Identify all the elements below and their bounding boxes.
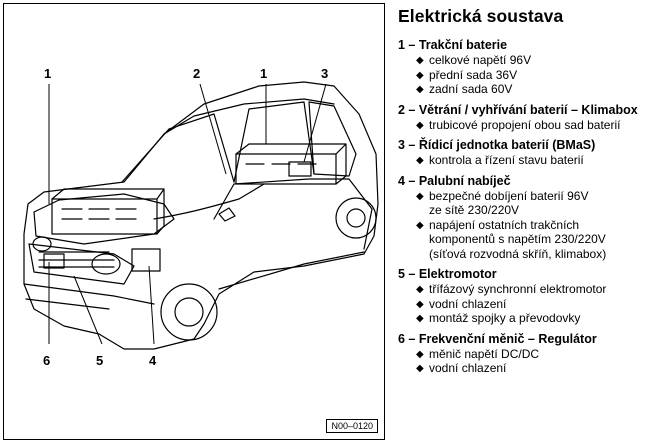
component-heading: 1 – Trakční baterie	[398, 38, 508, 52]
bullet-text: celkové napětí 96V	[429, 53, 532, 67]
bullet-text: kontrola a řízení stavu baterií	[429, 153, 584, 167]
legend-panel: Elektrická soustava 1 – Trakční baterie◆…	[398, 6, 666, 382]
component-bullets: ◆ bezpečné dobíjení baterií 96V ze sítě 2…	[398, 189, 666, 262]
component-list: 1 – Trakční baterie ◆ celkové napětí 96V ◆ p…	[398, 38, 666, 376]
diamond-bullet-icon: ◆	[416, 219, 424, 231]
component-entry: 3 – Řídicí jednotka baterií (BMaS) ◆ kontr…	[398, 138, 666, 168]
bullet-text: vodní chlazení	[429, 361, 507, 375]
bullet-text: napájení ostatních trakčních komponentů …	[429, 217, 607, 261]
callout-5: 5	[96, 353, 103, 368]
bullet-item: ◆ zadní sada 60V	[398, 82, 666, 97]
bullet-text: trubicové propojení obou sad baterií	[429, 117, 621, 132]
control-unit-box	[288, 161, 312, 177]
component-entry: 1 – Trakční baterie ◆ celkové napětí 96V ◆ p…	[398, 38, 666, 97]
component-heading: 2 – Větrání / vyhřívání baterií – Klimab…	[398, 102, 638, 117]
diamond-bullet-icon: ◆	[416, 190, 424, 202]
component-bullets: ◆ třífázový synchronní elektromotor ◆ vodní…	[398, 282, 666, 326]
side-mirror	[218, 207, 236, 222]
rear-battery-pack	[235, 153, 337, 185]
diamond-bullet-icon: ◆	[416, 84, 424, 95]
front-wheel	[160, 283, 218, 341]
diamond-bullet-icon: ◆	[416, 284, 424, 295]
diamond-bullet-icon: ◆	[416, 55, 424, 66]
component-heading: 5 – Elektromotor	[398, 267, 497, 281]
bullet-text: vodní chlazení	[429, 296, 507, 311]
component-entry: 5 – Elektromotor ◆ třífázový synchronní el…	[398, 267, 666, 326]
car-illustration: 1 2 1 3 6 5 4	[23, 66, 379, 368]
front-battery-pack	[51, 198, 158, 235]
bullet-item: ◆ bezpečné dobíjení baterií 96V ze sítě 2…	[398, 189, 666, 218]
door-line	[213, 178, 373, 250]
diamond-bullet-icon: ◆	[416, 69, 424, 81]
front-bumper	[23, 283, 155, 310]
bullet-text: bezpečné dobíjení baterií 96V ze sítě 23…	[429, 188, 589, 218]
component-entry: 6 – Frekvenční měnič – Regulátor ◆ měnič n…	[398, 332, 666, 376]
roof-line	[163, 98, 335, 135]
bullet-text: přední sada 36V	[429, 67, 518, 82]
bullet-item: ◆ vodní chlazení	[398, 297, 666, 312]
bullet-text: montáž spojky a převodovky	[429, 311, 581, 325]
bullet-item: ◆ měnič napětí DC/DC	[398, 347, 666, 362]
component-heading: 3 – Řídicí jednotka baterií (BMaS)	[398, 138, 596, 152]
component-bullets: ◆ kontrola a řízení stavu baterií	[398, 153, 666, 168]
diamond-bullet-icon: ◆	[416, 363, 424, 374]
bullet-item: ◆ napájení ostatních trakčních komponentů…	[398, 218, 666, 262]
component-bullets: ◆ trubicové propojení obou sad baterií	[398, 118, 666, 133]
callout-4: 4	[149, 353, 157, 368]
front-grille	[28, 243, 135, 285]
component-entry: 4 – Palubní nabíječ ◆ bezpečné dobíjení ba…	[398, 174, 666, 262]
car-body-outline	[23, 81, 379, 350]
bullet-text: třífázový synchronní elektromotor	[429, 282, 607, 296]
bullet-text: zadní sada 60V	[429, 82, 513, 96]
ventilation-tube	[153, 183, 265, 220]
diamond-bullet-icon: ◆	[416, 298, 424, 310]
bullet-item: ◆ celkové napětí 96V	[398, 53, 666, 68]
bullet-item: ◆ kontrola a řízení stavu baterií	[398, 153, 666, 168]
callout-2: 2	[193, 66, 200, 81]
rear-window	[233, 101, 315, 183]
component-heading: 6 – Frekvenční měnič – Regulátor	[398, 331, 597, 346]
bullet-item: ◆ trubicové propojení obou sad baterií	[398, 118, 666, 133]
component-entry: 2 – Větrání / vyhřívání baterií – Klimab…	[398, 103, 666, 133]
side-sill	[218, 251, 365, 290]
rear-wheel	[335, 197, 377, 239]
bullet-item: ◆ vodní chlazení	[398, 361, 666, 376]
callout-1-front: 1	[44, 66, 51, 81]
diamond-bullet-icon: ◆	[416, 348, 424, 360]
callout-1-rear: 1	[260, 66, 267, 81]
motor-unit	[131, 248, 161, 272]
bullet-text: měnič napětí DC/DC	[429, 346, 540, 361]
windshield	[121, 113, 235, 183]
back-window	[308, 101, 357, 177]
diamond-bullet-icon: ◆	[416, 313, 424, 324]
bullet-item: ◆ třífázový synchronní elektromotor	[398, 282, 666, 297]
bullet-item: ◆ přední sada 36V	[398, 68, 666, 83]
component-bullets: ◆ měnič napětí DC/DC ◆ vodní chlazení	[398, 347, 666, 376]
car-diagram-figure: 1 2 1 3 6 5 4 N00–0120	[3, 3, 385, 440]
bullet-item: ◆ montáž spojky a převodovky	[398, 311, 666, 326]
panel-title: Elektrická soustava	[398, 6, 564, 26]
diamond-bullet-icon: ◆	[416, 155, 424, 166]
figure-code: N00–0120	[326, 419, 378, 433]
component-bullets: ◆ celkové napětí 96V ◆ přední sada 36V ◆ zadn…	[398, 53, 666, 97]
callout-6: 6	[43, 353, 50, 368]
callout-3: 3	[321, 66, 328, 81]
diamond-bullet-icon: ◆	[416, 119, 424, 131]
hood	[33, 193, 175, 245]
component-heading: 4 – Palubní nabíječ	[398, 173, 511, 188]
headlight-left	[91, 253, 121, 275]
